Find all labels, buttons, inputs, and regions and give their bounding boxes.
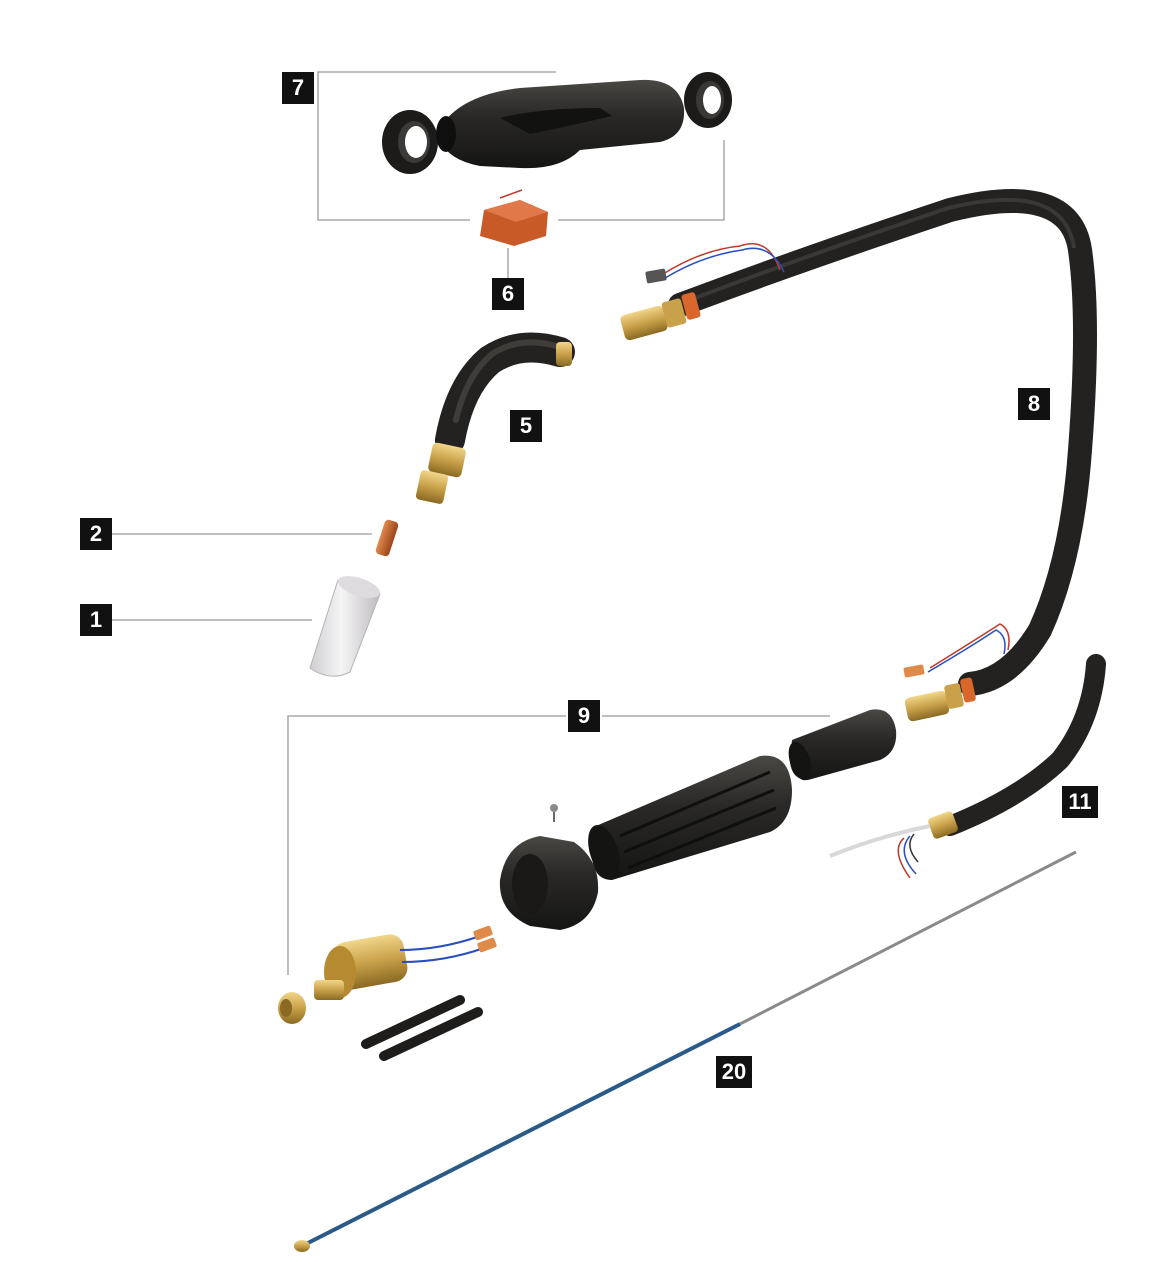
leader-7 bbox=[317, 71, 556, 221]
sleeve bbox=[588, 755, 792, 880]
end-cap bbox=[788, 709, 897, 781]
swan-neck bbox=[415, 332, 575, 504]
callout-6: 6 bbox=[492, 278, 524, 310]
small-hose bbox=[829, 654, 1106, 879]
handle-body bbox=[436, 79, 685, 169]
trigger-part bbox=[480, 189, 548, 246]
liner bbox=[294, 850, 1077, 1252]
leader-lines bbox=[112, 71, 830, 975]
small-brass-cap bbox=[278, 992, 306, 1024]
brass-body bbox=[314, 925, 497, 1000]
rear-ring bbox=[684, 72, 732, 128]
connector-parts bbox=[278, 709, 897, 1061]
leader-9-left bbox=[287, 715, 566, 975]
callout-11: 11 bbox=[1062, 786, 1098, 818]
callout-2: 2 bbox=[80, 518, 112, 550]
cable-assembly bbox=[620, 189, 1097, 722]
rubber-strips bbox=[361, 995, 483, 1061]
nut bbox=[499, 836, 599, 930]
callout-5: 5 bbox=[510, 410, 542, 442]
callout-9: 9 bbox=[568, 700, 600, 732]
nozzle bbox=[309, 576, 381, 677]
front-ring bbox=[382, 110, 438, 174]
leader-7-right bbox=[558, 140, 725, 221]
callout-20: 20 bbox=[716, 1056, 752, 1088]
callout-7: 7 bbox=[282, 72, 314, 104]
swan-neck-brass-end bbox=[415, 442, 466, 504]
contact-tip bbox=[375, 519, 399, 557]
handle-assembly bbox=[382, 72, 732, 174]
callout-8: 8 bbox=[1018, 388, 1050, 420]
screw bbox=[550, 804, 558, 822]
callout-1: 1 bbox=[80, 604, 112, 636]
